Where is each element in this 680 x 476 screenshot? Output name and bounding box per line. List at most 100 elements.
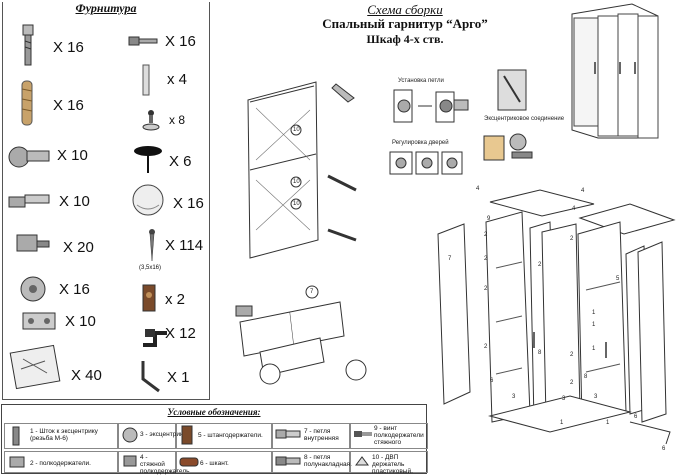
qty-eccentric: X 16 bbox=[59, 281, 90, 298]
callout-door-7: 7 bbox=[310, 289, 314, 295]
callout-main-1e: 1 bbox=[560, 420, 564, 426]
tie-screw-legend-icon bbox=[354, 431, 372, 437]
dowel-legend-icon bbox=[179, 457, 199, 467]
hinge-icon bbox=[8, 146, 50, 168]
cap-nail-icon bbox=[134, 146, 162, 173]
wood-screw-size-note: (3,5x16) bbox=[139, 265, 162, 271]
callout-main-2c: 2 bbox=[484, 286, 488, 292]
rod-holder-icon bbox=[142, 284, 156, 312]
internal-hinge-icon bbox=[8, 194, 50, 208]
qty-cap-nail: X 6 bbox=[169, 153, 192, 170]
qty-internal-hinge: X 10 bbox=[59, 193, 90, 210]
shelf-support-legend-icon bbox=[9, 456, 25, 468]
callout-main-3c: 3 bbox=[594, 394, 598, 400]
callout-back-2: 10 bbox=[293, 179, 300, 185]
wooden-dowel-icon bbox=[21, 80, 33, 126]
qty-hinge: X 10 bbox=[57, 147, 88, 164]
callout-main-2b: 2 bbox=[484, 256, 488, 262]
qty-eccentric-cap: X 16 bbox=[173, 195, 204, 212]
door-assembly-illustration bbox=[235, 285, 367, 385]
scheme-title: Схема сборки bbox=[367, 2, 443, 17]
door-adjust-illustration bbox=[389, 151, 463, 175]
plastic-holder-legend-icon bbox=[355, 456, 369, 466]
eccentric-icon bbox=[20, 276, 46, 302]
callout-main-4a: 4 bbox=[476, 186, 480, 192]
qty-nail-bag: X 40 bbox=[71, 367, 102, 384]
qty-corner-bracket: X 12 bbox=[165, 325, 196, 342]
eccentric-joint-top-illustration bbox=[497, 69, 527, 111]
callout-main-6b: 6 bbox=[662, 446, 666, 452]
shaft-for-eccentric-icon bbox=[22, 24, 34, 66]
wardrobe-exploded-view-illustration bbox=[437, 189, 676, 445]
qty-flat-connector: X 10 bbox=[65, 313, 96, 330]
shaft-legend-icon bbox=[12, 426, 20, 446]
hinge-install-illustration bbox=[393, 89, 469, 123]
legend-item-5: 5 - штангодержатели. bbox=[198, 432, 263, 439]
corner-bracket-icon bbox=[143, 329, 167, 347]
hinge-install-caption: Установка петли bbox=[398, 78, 444, 84]
wardrobe-thumbnail-illustration bbox=[571, 3, 659, 139]
internal-hinge-legend-icon bbox=[275, 429, 301, 439]
legend-item-8: 8 - петля полунакладная. bbox=[304, 454, 352, 468]
eccentric-joint-illustration bbox=[483, 133, 533, 161]
qty-rod-holder: x 2 bbox=[165, 291, 186, 308]
qty-hex-key: X 1 bbox=[167, 369, 190, 386]
callout-main-2g: 2 bbox=[570, 352, 574, 358]
legend-item-4: 4 - стяжной полкодержатель bbox=[140, 454, 190, 475]
callout-main-2e: 2 bbox=[538, 262, 542, 268]
flat-connector-icon bbox=[22, 312, 56, 330]
tie-shelf-support-legend-icon bbox=[123, 455, 137, 467]
callout-main-6a: 6 bbox=[490, 378, 494, 384]
hardware-title: Фурнитура bbox=[3, 1, 209, 16]
callout-main-2a: 2 bbox=[484, 232, 488, 238]
callout-main-2d: 2 bbox=[484, 344, 488, 350]
qty-small-screw: x 8 bbox=[169, 113, 186, 127]
legend-item-9: 9 - винт полкодержатели стяжного bbox=[374, 425, 424, 446]
callout-main-1d: 1 bbox=[606, 420, 610, 426]
legend-item-6: 6 - шкант. bbox=[200, 460, 229, 467]
callout-main-6c: 6 bbox=[634, 414, 638, 420]
legend-item-1: 1 - Шток к эксцентрику (резьба М-6) bbox=[30, 428, 98, 442]
eccentric-cap-icon bbox=[132, 184, 164, 216]
eccentric-joint-caption: Эксцентриковое соединение bbox=[484, 116, 565, 122]
callout-main-2h: 2 bbox=[570, 380, 574, 386]
callout-main-2f: 2 bbox=[570, 236, 574, 242]
callout-main-3b: 3 bbox=[562, 396, 566, 402]
product-subtitle: Шкаф 4-х ств. bbox=[366, 32, 444, 46]
qty-dowel: X 16 bbox=[53, 97, 84, 114]
qty-shelf-support: X 20 bbox=[63, 239, 94, 256]
screw-assembly-icon bbox=[128, 36, 158, 46]
callout-main-4b: 4 bbox=[581, 188, 585, 194]
eccentric-legend-icon bbox=[122, 427, 138, 443]
hex-key-icon bbox=[141, 361, 160, 393]
small-screw-icon bbox=[142, 110, 160, 131]
legend-item-3: 3 - эксцентрик bbox=[140, 431, 183, 438]
semi-overlay-hinge-legend-icon bbox=[275, 456, 301, 466]
product-name: Спальный гарнитур “Арго” bbox=[322, 16, 488, 31]
legend-panel: Условные обозначения: 1 - Шток к эксцент… bbox=[1, 404, 428, 475]
legend-item-10: 10 - ДВП держатель пластиковый. bbox=[372, 454, 413, 475]
callout-main-3a: 3 bbox=[512, 394, 516, 400]
qty-rod: x 4 bbox=[167, 71, 188, 88]
rod-holder-legend-icon bbox=[181, 425, 193, 445]
callout-main-1c: 1 bbox=[592, 346, 596, 352]
door-adjust-caption: Регулировка дверей bbox=[392, 140, 449, 146]
callout-back-1: 10 bbox=[293, 127, 300, 133]
back-panel-assembly-illustration bbox=[247, 81, 357, 259]
callout-main-8b: 8 bbox=[584, 374, 588, 380]
callout-main-1a: 1 bbox=[592, 310, 596, 316]
callout-back-3: 10 bbox=[293, 201, 300, 207]
shelf-support-icon bbox=[16, 234, 50, 252]
legend-title: Условные обозначения: bbox=[167, 407, 261, 417]
callout-main-1b: 1 bbox=[592, 322, 596, 328]
rod-icon bbox=[142, 64, 150, 96]
callout-main-8a: 8 bbox=[538, 350, 542, 356]
callout-main-9: 9 bbox=[487, 216, 491, 222]
legend-item-7: 7 - петля внутренняя bbox=[304, 428, 339, 442]
hardware-panel: Фурнитура X 16 X 16 X 10 X 10 X 20 X 16 … bbox=[2, 1, 210, 400]
qty-shaft: X 16 bbox=[53, 39, 84, 56]
callout-main-5: 5 bbox=[616, 276, 620, 282]
nail-bag-icon bbox=[9, 344, 61, 390]
qty-screw-assembly: X 16 bbox=[165, 33, 196, 50]
legend-item-2: 2 - полкодержатели. bbox=[30, 460, 91, 467]
